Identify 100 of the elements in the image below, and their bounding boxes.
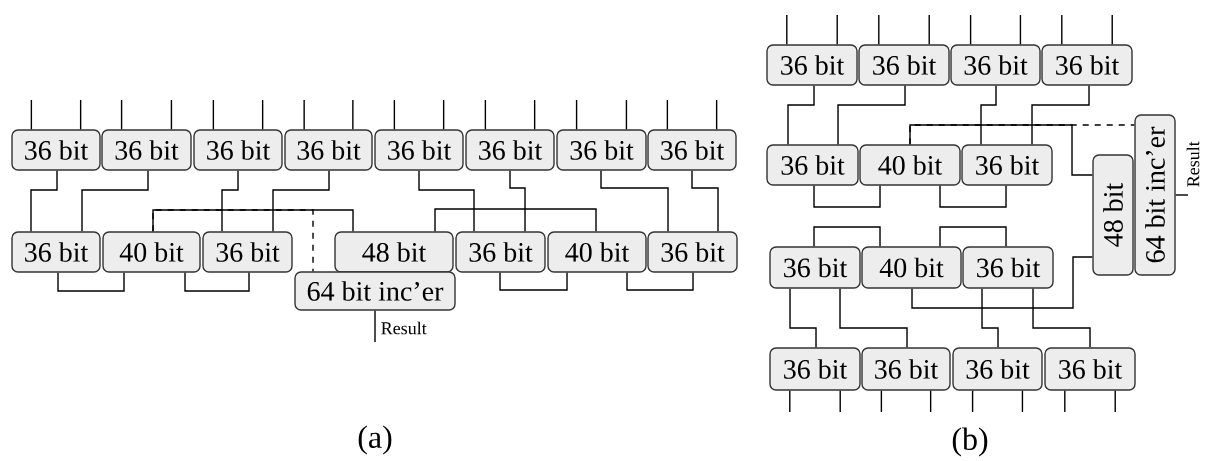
wire: [789, 288, 817, 348]
wire: [939, 185, 1007, 208]
adder-box: 36 bit: [950, 44, 1041, 86]
adder-box: 36 bit: [952, 347, 1043, 391]
input-line: [789, 390, 791, 413]
adder-box: 36 bit: [465, 129, 555, 171]
wire: [980, 85, 997, 145]
wire: [813, 185, 881, 208]
wire: [981, 288, 999, 348]
adder-box: 36 bit: [961, 144, 1053, 186]
wire: [839, 288, 908, 348]
input-line: [786, 14, 788, 45]
wire: [691, 170, 719, 232]
adder-box: 36 bit: [284, 129, 373, 171]
adder-box: 36 bit: [101, 129, 192, 171]
caption-label: (a): [358, 425, 392, 455]
output-line: [1175, 194, 1189, 196]
input-line: [79, 99, 82, 130]
input-line: [303, 99, 305, 130]
wire: [184, 272, 250, 292]
adder-box: 40 bit: [547, 231, 647, 273]
caption-label: (b): [952, 427, 988, 457]
wire: [813, 226, 881, 247]
adder-box: 36 bit: [202, 231, 293, 273]
wire: [1031, 85, 1090, 145]
adder-box: 40 bit: [861, 246, 962, 289]
wire: [499, 272, 568, 291]
input-line: [928, 14, 930, 45]
input-line: [212, 99, 215, 130]
input-line: [880, 390, 883, 413]
adder-box: 36 bit: [374, 129, 464, 171]
wire: [909, 124, 1135, 145]
wire: [152, 209, 354, 232]
adder-box: 36 bit: [766, 44, 858, 86]
input-line: [929, 390, 932, 413]
wire: [626, 272, 694, 291]
wire: [81, 170, 149, 232]
wire: [600, 170, 669, 232]
wire: [837, 85, 906, 145]
input-line: [625, 99, 628, 130]
input-line: [261, 99, 264, 130]
adder-box: 36 bit: [769, 347, 861, 391]
adder-box: 64 bit inc’er: [1134, 114, 1176, 276]
input-line: [1111, 14, 1113, 45]
adder-box: 36 bit: [455, 231, 546, 273]
adder-box: 64 bit inc’er: [294, 271, 456, 311]
adder-box: 36 bit: [861, 347, 951, 391]
input-line: [971, 390, 974, 413]
input-line: [969, 14, 972, 45]
edge-label: Result: [1186, 141, 1200, 187]
wire: [152, 209, 314, 272]
output-line: [374, 310, 376, 343]
input-line: [393, 99, 396, 130]
input-line: [120, 99, 123, 130]
input-line: [484, 99, 487, 130]
adder-box: 36 bit: [766, 144, 859, 186]
wire: [418, 170, 475, 232]
wire: [434, 208, 597, 232]
input-line: [170, 99, 173, 130]
adder-box: 36 bit: [556, 129, 647, 171]
wire: [939, 226, 1007, 247]
adder-box: 36 bit: [193, 129, 283, 171]
wire: [1032, 288, 1091, 348]
wire: [509, 170, 526, 232]
input-line: [1019, 14, 1022, 45]
adder-box: 40 bit: [859, 144, 961, 186]
input-line: [30, 99, 33, 130]
wire: [911, 256, 1093, 309]
wire: [30, 170, 58, 232]
input-line: [1021, 390, 1024, 413]
adder-box: 36 bit: [11, 129, 101, 171]
adder-box: 36 bit: [647, 129, 737, 171]
input-line: [715, 99, 718, 130]
input-line: [352, 99, 354, 130]
adder-box: 48 bit: [1092, 154, 1134, 276]
input-line: [575, 99, 578, 130]
adder-box: 36 bit: [647, 231, 738, 273]
wire: [272, 170, 330, 232]
input-line: [839, 390, 841, 413]
input-line: [442, 99, 445, 130]
input-line: [1061, 14, 1063, 45]
input-line: [836, 14, 838, 45]
adder-box: 36 bit: [11, 231, 101, 273]
adder-box: 40 bit: [102, 231, 201, 273]
wire: [57, 272, 125, 292]
adder-box: 36 bit: [858, 44, 950, 86]
input-line: [878, 14, 880, 45]
input-line: [533, 99, 536, 130]
wire: [909, 124, 1093, 176]
adder-box: 36 bit: [1041, 44, 1133, 86]
input-line: [1064, 390, 1066, 413]
adder-box: 36 bit: [962, 246, 1054, 289]
input-line: [666, 99, 669, 130]
adder-box: 48 bit: [334, 231, 454, 273]
wire: [787, 85, 815, 145]
edge-label: Result: [381, 321, 427, 335]
input-line: [1114, 390, 1116, 413]
wire: [221, 170, 239, 232]
adder-box: 36 bit: [1044, 347, 1136, 391]
adder-box: 36 bit: [769, 246, 861, 289]
